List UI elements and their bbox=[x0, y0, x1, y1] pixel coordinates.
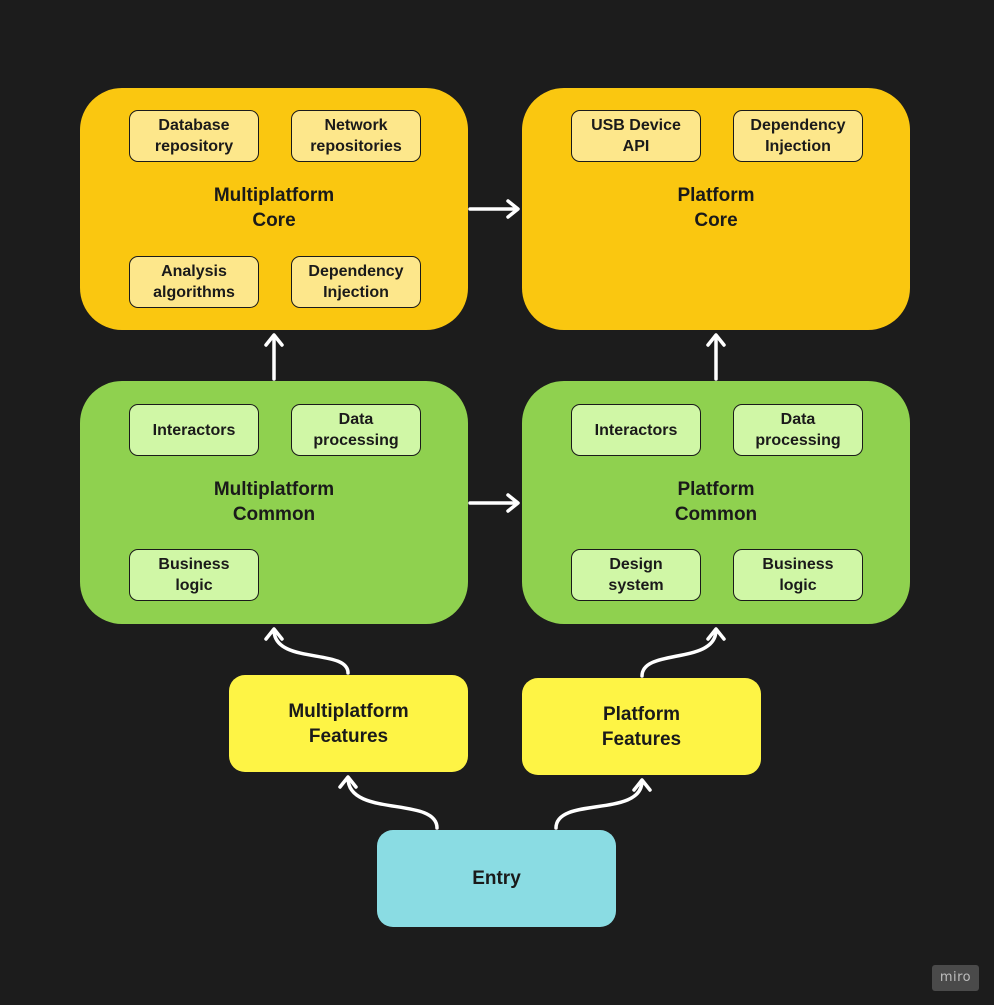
chip-interactors[interactable]: Interactors bbox=[129, 404, 259, 456]
arrow-mp-common-to-platform-common bbox=[468, 493, 520, 513]
multiplatform-core-group[interactable]: Database repository Network repositories… bbox=[80, 88, 468, 330]
arrow-mp-core-to-platform-core bbox=[468, 199, 520, 219]
platform-common-group[interactable]: Interactors Data processing Platform Com… bbox=[522, 381, 910, 624]
platform-features-box[interactable]: Platform Features bbox=[522, 678, 761, 775]
chip-interactors[interactable]: Interactors bbox=[571, 404, 701, 456]
platform-common-title: Platform Common bbox=[674, 479, 758, 525]
miro-watermark: miro bbox=[932, 965, 979, 991]
arrow-mp-common-to-mp-core bbox=[264, 333, 284, 381]
chip-business-logic[interactable]: Business logic bbox=[129, 549, 259, 601]
chip-dependency-injection[interactable]: Dependency Injection bbox=[291, 256, 421, 308]
arrow-platform-common-to-platform-core bbox=[706, 333, 726, 381]
arrow-entry-to-platform-features bbox=[554, 778, 652, 830]
entry-box[interactable]: Entry bbox=[377, 830, 616, 927]
chip-data-processing[interactable]: Data processing bbox=[733, 404, 863, 456]
arrow-entry-to-mp-features bbox=[338, 775, 439, 830]
arrow-platform-features-to-platform-common bbox=[640, 627, 726, 678]
chip-network-repositories[interactable]: Network repositories bbox=[291, 110, 421, 162]
chip-database-repository[interactable]: Database repository bbox=[129, 110, 259, 162]
multiplatform-common-title: Multiplatform Common bbox=[213, 479, 335, 525]
chip-analysis-algorithms[interactable]: Analysis algorithms bbox=[129, 256, 259, 308]
chip-business-logic[interactable]: Business logic bbox=[733, 549, 863, 601]
chip-data-processing[interactable]: Data processing bbox=[291, 404, 421, 456]
chip-design-system[interactable]: Design system bbox=[571, 549, 701, 601]
arrow-mp-features-to-mp-common bbox=[264, 627, 350, 675]
platform-core-title: Platform Core bbox=[677, 185, 755, 231]
multiplatform-core-title: Multiplatform Core bbox=[213, 185, 335, 231]
chip-usb-device-api[interactable]: USB Device API bbox=[571, 110, 701, 162]
platform-core-group[interactable]: USB Device API Dependency Injection Plat… bbox=[522, 88, 910, 330]
multiplatform-features-box[interactable]: Multiplatform Features bbox=[229, 675, 468, 772]
multiplatform-common-group[interactable]: Interactors Data processing Multiplatfor… bbox=[80, 381, 468, 624]
chip-dependency-injection[interactable]: Dependency Injection bbox=[733, 110, 863, 162]
